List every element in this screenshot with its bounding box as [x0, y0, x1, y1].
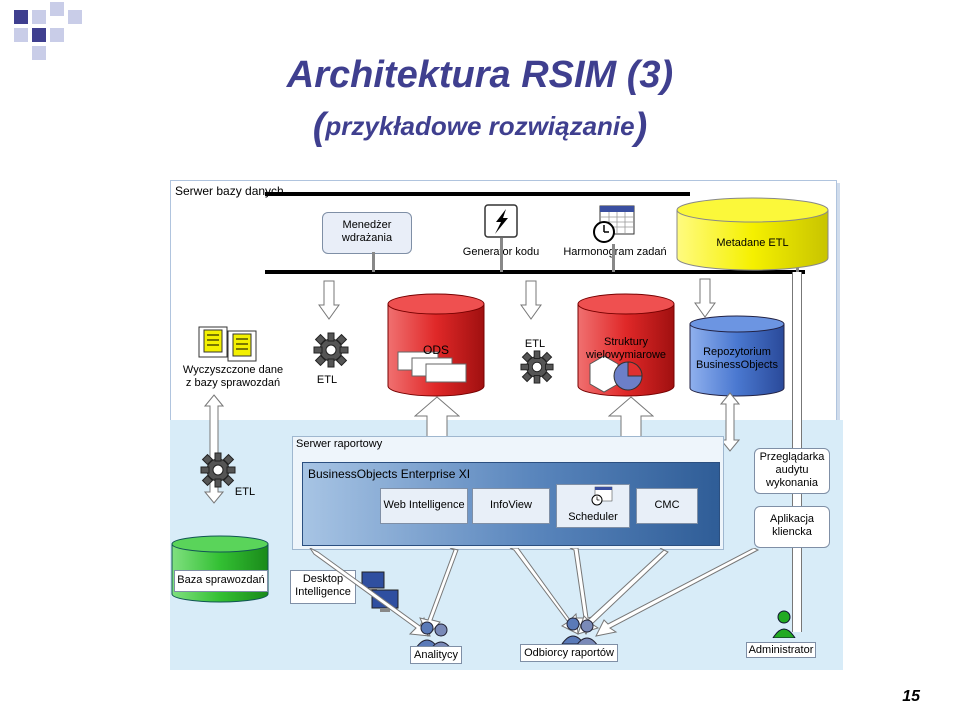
report-server-label: Serwer raportowy — [296, 438, 383, 450]
web-intelligence-box: Web Intelligence — [380, 488, 468, 524]
etl-2-label: ETL — [524, 338, 546, 350]
users-icon — [561, 617, 599, 646]
bus-bar-bottom — [265, 270, 805, 274]
etl-metadata-label: Metadane ETL — [716, 237, 789, 249]
scheduler-label: Scheduler — [568, 511, 618, 523]
lightning-icon — [484, 204, 518, 238]
page-title: Architektura RSIM (3) — [286, 54, 674, 96]
administrator-label: Administrator — [748, 644, 814, 656]
subtitle-close-paren: ) — [634, 106, 648, 148]
connector-line — [612, 244, 615, 272]
report-db-label-box: Baza sprawozdań — [174, 570, 268, 592]
subtitle-text: przykładowe rozwiązanie — [325, 111, 635, 141]
etl-3-label: ETL — [234, 486, 256, 498]
cmc-label: CMC — [654, 499, 680, 511]
ods-cylinder — [387, 293, 485, 397]
gear-icon — [313, 332, 349, 368]
down-arrow — [520, 280, 542, 320]
etl-1-label: ETL — [316, 374, 338, 386]
decor-square — [50, 2, 64, 16]
connector-arrows — [309, 548, 760, 637]
page-number: 15 — [902, 688, 920, 705]
web-intelligence-label: Web Intelligence — [383, 499, 465, 511]
etl-metadata-cylinder — [676, 197, 829, 271]
audit-browser-label: Przeglądarka audytu wykonania — [759, 451, 825, 489]
decor-square — [14, 10, 28, 24]
desktop-intelligence-label: Desktop Intelligence — [295, 573, 351, 598]
analysts-box: Analitycy — [410, 646, 462, 664]
user-icon — [772, 610, 796, 638]
deploy-manager-label: Menedżer wdrażania — [341, 219, 393, 244]
decor-square — [32, 46, 46, 60]
monitor-icon — [361, 571, 399, 612]
down-arrow — [318, 280, 340, 320]
report-recipients-label: Odbiorcy raportów — [524, 647, 614, 659]
decor-square — [32, 28, 46, 42]
task-scheduler-label: Harmonogram zadań — [563, 246, 667, 258]
connector-line — [372, 252, 375, 272]
bo-repository-label: Repozytorium BusinessObjects — [696, 346, 778, 371]
calendar-clock-icon — [593, 205, 635, 243]
analysts-label: Analitycy — [413, 649, 459, 661]
bus-bar-top — [265, 192, 690, 196]
gear-icon — [200, 452, 236, 488]
gear-icon — [520, 350, 554, 384]
double-arrow — [204, 394, 224, 504]
multidim-cylinder — [577, 293, 675, 397]
client-app-label: Aplikacja kliencka — [769, 513, 815, 538]
down-arrow — [694, 278, 716, 318]
page-subtitle: (przykładowe rozwiązanie) — [0, 106, 960, 149]
report-recipients-box: Odbiorcy raportów — [520, 644, 618, 662]
bo-enterprise-label: BusinessObjects Enterprise XI — [308, 467, 471, 481]
connector-line — [500, 238, 503, 272]
double-arrow — [720, 392, 740, 452]
deploy-manager-box: Menedżer wdrażania — [322, 212, 412, 254]
decor-square — [14, 28, 28, 42]
decor-square — [32, 10, 46, 24]
infoview-label: InfoView — [490, 499, 532, 511]
audit-browser-box: Przeglądarka audytu wykonania — [754, 448, 830, 494]
administrator-box: Administrator — [746, 642, 816, 658]
report-db-cylinder — [171, 535, 269, 603]
decor-square — [68, 10, 82, 24]
bo-repository-cylinder — [689, 315, 785, 397]
document-icon — [198, 326, 257, 362]
scheduler-box: Scheduler — [556, 484, 630, 528]
subtitle-open-paren: ( — [312, 106, 326, 148]
cmc-box: CMC — [636, 488, 698, 524]
infoview-box: InfoView — [472, 488, 550, 524]
decor-square — [50, 28, 64, 42]
desktop-intelligence-box: Desktop Intelligence — [290, 570, 356, 604]
client-app-box: Aplikacja kliencka — [754, 506, 830, 548]
multidim-label: Struktury wielowymiarowe — [585, 336, 667, 361]
report-db-label: Baza sprawozdań — [177, 574, 265, 586]
ods-label: ODS — [422, 343, 449, 357]
calendar-clock-icon — [591, 486, 613, 506]
database-server-label: Serwer bazy danych — [175, 184, 284, 198]
cleaned-data-label: Wyczyszczone dane z bazy sprawozdań — [182, 364, 284, 389]
